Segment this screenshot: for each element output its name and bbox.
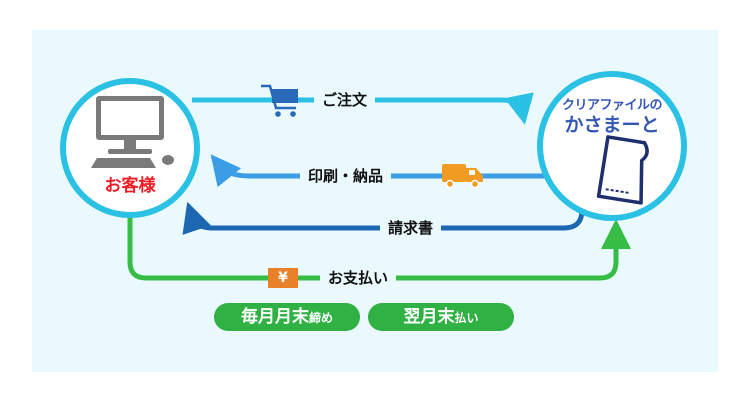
payment-date-suffix: 払い	[454, 311, 479, 325]
payment-label: お支払い	[320, 268, 397, 288]
customer-label: お客様	[104, 176, 156, 196]
desktop-computer-icon	[91, 96, 174, 168]
company-label-line1: クリアファイルの	[561, 98, 663, 113]
invoice-label: 請求書	[380, 218, 442, 238]
payment-date-badge: 翌月末払い	[368, 303, 514, 331]
closing-date-suffix: 締め	[308, 311, 333, 325]
payment-date-main: 翌月末	[403, 307, 455, 327]
closing-date-badge: 毎月月末締め	[214, 303, 360, 331]
closing-date-main: 毎月月末	[240, 307, 309, 327]
company-label-line2: かさまーと	[564, 114, 660, 136]
order-arrow	[192, 92, 534, 125]
order-label: ご注文	[314, 90, 376, 110]
shopping-cart-icon	[261, 84, 298, 117]
delivery-arrow	[210, 154, 548, 188]
delivery-label: 印刷・納品	[300, 166, 392, 186]
delivery-truck-icon	[442, 164, 483, 189]
clear-file-icon	[596, 135, 649, 205]
yen-icon: ¥	[268, 268, 298, 288]
